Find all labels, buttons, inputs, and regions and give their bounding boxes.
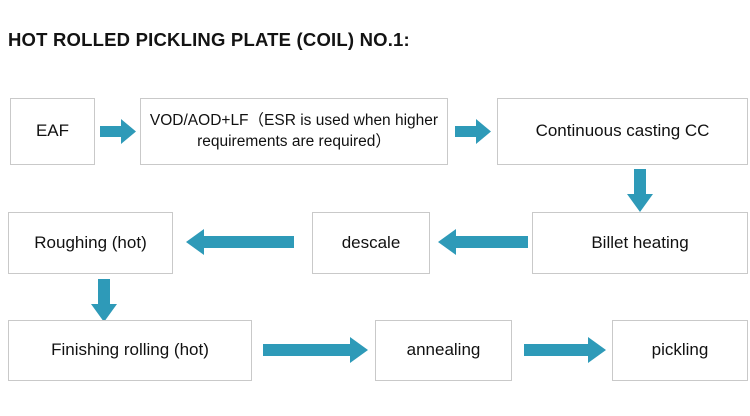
node-eaf[interactable]: EAF xyxy=(10,98,95,165)
node-billet-heating[interactable]: Billet heating xyxy=(532,212,748,274)
node-continuous-casting[interactable]: Continuous casting CC xyxy=(497,98,748,165)
node-descale[interactable]: descale xyxy=(312,212,430,274)
arrow-annealing-to-pickling xyxy=(524,336,606,364)
node-roughing-hot[interactable]: Roughing (hot) xyxy=(8,212,173,274)
arrow-eaf-to-vod xyxy=(100,118,136,145)
arrow-vod-to-cc xyxy=(455,118,491,145)
arrow-roughing-to-finishing-rolling xyxy=(90,279,118,322)
arrow-finishing-to-annealing xyxy=(263,336,368,364)
arrow-cc-to-billet-heating xyxy=(626,169,654,212)
node-pickling[interactable]: pickling xyxy=(612,320,748,381)
page-title: HOT ROLLED PICKLING PLATE (COIL) NO.1: xyxy=(8,29,410,50)
node-finishing-rolling-hot[interactable]: Finishing rolling (hot) xyxy=(8,320,252,381)
arrow-billet-heating-to-descale xyxy=(438,228,528,256)
node-vod-aod-lf[interactable]: VOD/AOD+LF（ESR is used when higher requi… xyxy=(140,98,448,165)
node-annealing[interactable]: annealing xyxy=(375,320,512,381)
arrow-descale-to-roughing xyxy=(186,228,294,256)
